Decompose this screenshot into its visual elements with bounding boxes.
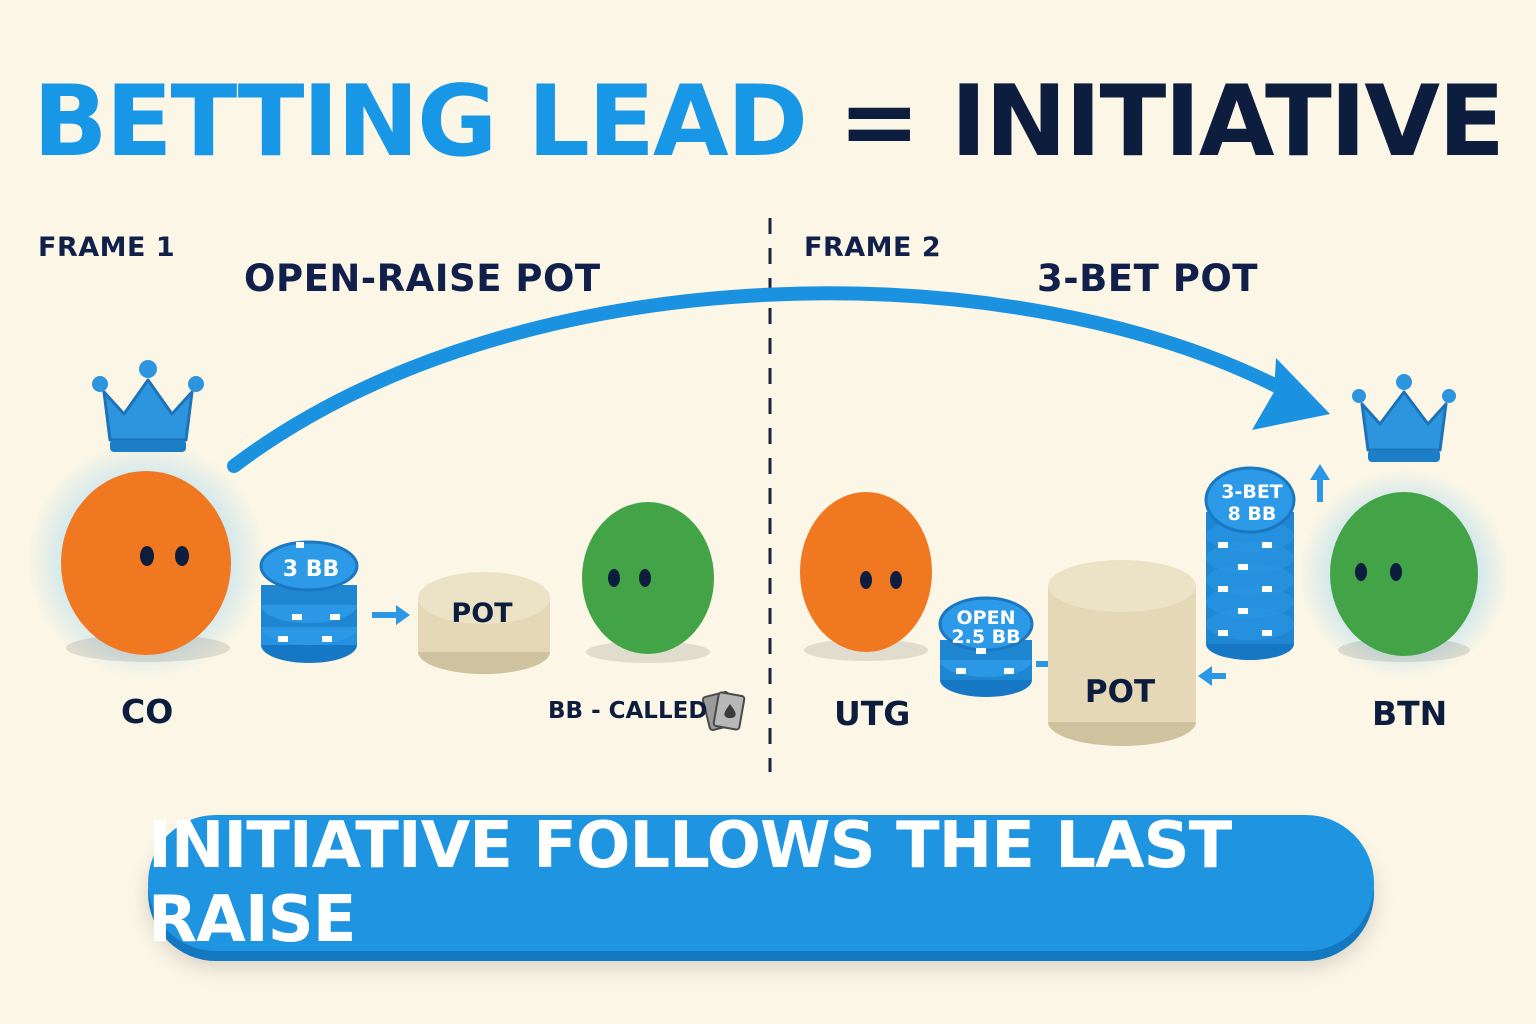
threebet-chip-label-line2: 8 BB — [1228, 503, 1277, 525]
initiative-arrowhead — [1252, 358, 1330, 430]
frame2-pot-label: POT — [1085, 674, 1155, 710]
raise-chip-stack — [259, 540, 359, 663]
chip-to-pot-arrowhead — [396, 605, 410, 625]
utg-eye-left — [860, 571, 872, 589]
bb-eye-right — [639, 569, 651, 587]
cards-icon — [701, 690, 746, 732]
title-equals: = — [838, 65, 920, 179]
initiative-arrow — [227, 286, 1295, 473]
title-betting-lead: BETTING LEAD — [32, 65, 808, 179]
threebet-chip-stack — [1204, 466, 1296, 660]
frame1-pot-label: POT — [451, 598, 513, 629]
frame2-label: FRAME 2 — [804, 232, 942, 263]
co-label: CO — [121, 692, 174, 731]
threebet-up-arrowhead — [1310, 464, 1330, 480]
btn-label: BTN — [1372, 694, 1448, 733]
frame2-title: 3-BET POT — [1037, 257, 1259, 300]
btn-player — [1330, 492, 1478, 656]
open-chip-stack — [938, 596, 1034, 697]
frame1-label: FRAME 1 — [38, 232, 176, 263]
frame1-pot — [418, 572, 550, 674]
summary-banner: INITIATIVE FOLLOWS THE LAST RAISE — [148, 809, 1374, 957]
btn-eye-right — [1390, 563, 1402, 581]
frame2-pot — [1048, 560, 1196, 746]
title-initiative: INITIATIVE — [950, 65, 1506, 179]
frame1-title: OPEN-RAISE POT — [244, 257, 601, 300]
co-eye-right — [175, 546, 189, 566]
summary-banner-text: INITIATIVE FOLLOWS THE LAST RAISE — [148, 809, 1232, 957]
open-chip-label-line1: OPEN — [957, 607, 1016, 629]
btn-crown-icon — [1352, 374, 1456, 462]
co-crown-icon — [92, 360, 204, 452]
bb-eye-left — [608, 569, 620, 587]
co-eye-left — [140, 546, 154, 566]
threebet-to-pot-arrowhead — [1198, 666, 1212, 686]
btn-eye-left — [1355, 563, 1367, 581]
utg-eye-right — [890, 571, 902, 589]
bb-called-label: BB - CALLED — [548, 698, 708, 724]
raise-chip-label: 3 BB — [283, 557, 340, 582]
utg-label: UTG — [834, 694, 911, 733]
open-chip-label-line2: 2.5 BB — [951, 626, 1020, 648]
page-title: BETTING LEAD = INITIATIVE — [0, 62, 1536, 182]
threebet-chip-label-line1: 3-BET — [1221, 481, 1283, 503]
